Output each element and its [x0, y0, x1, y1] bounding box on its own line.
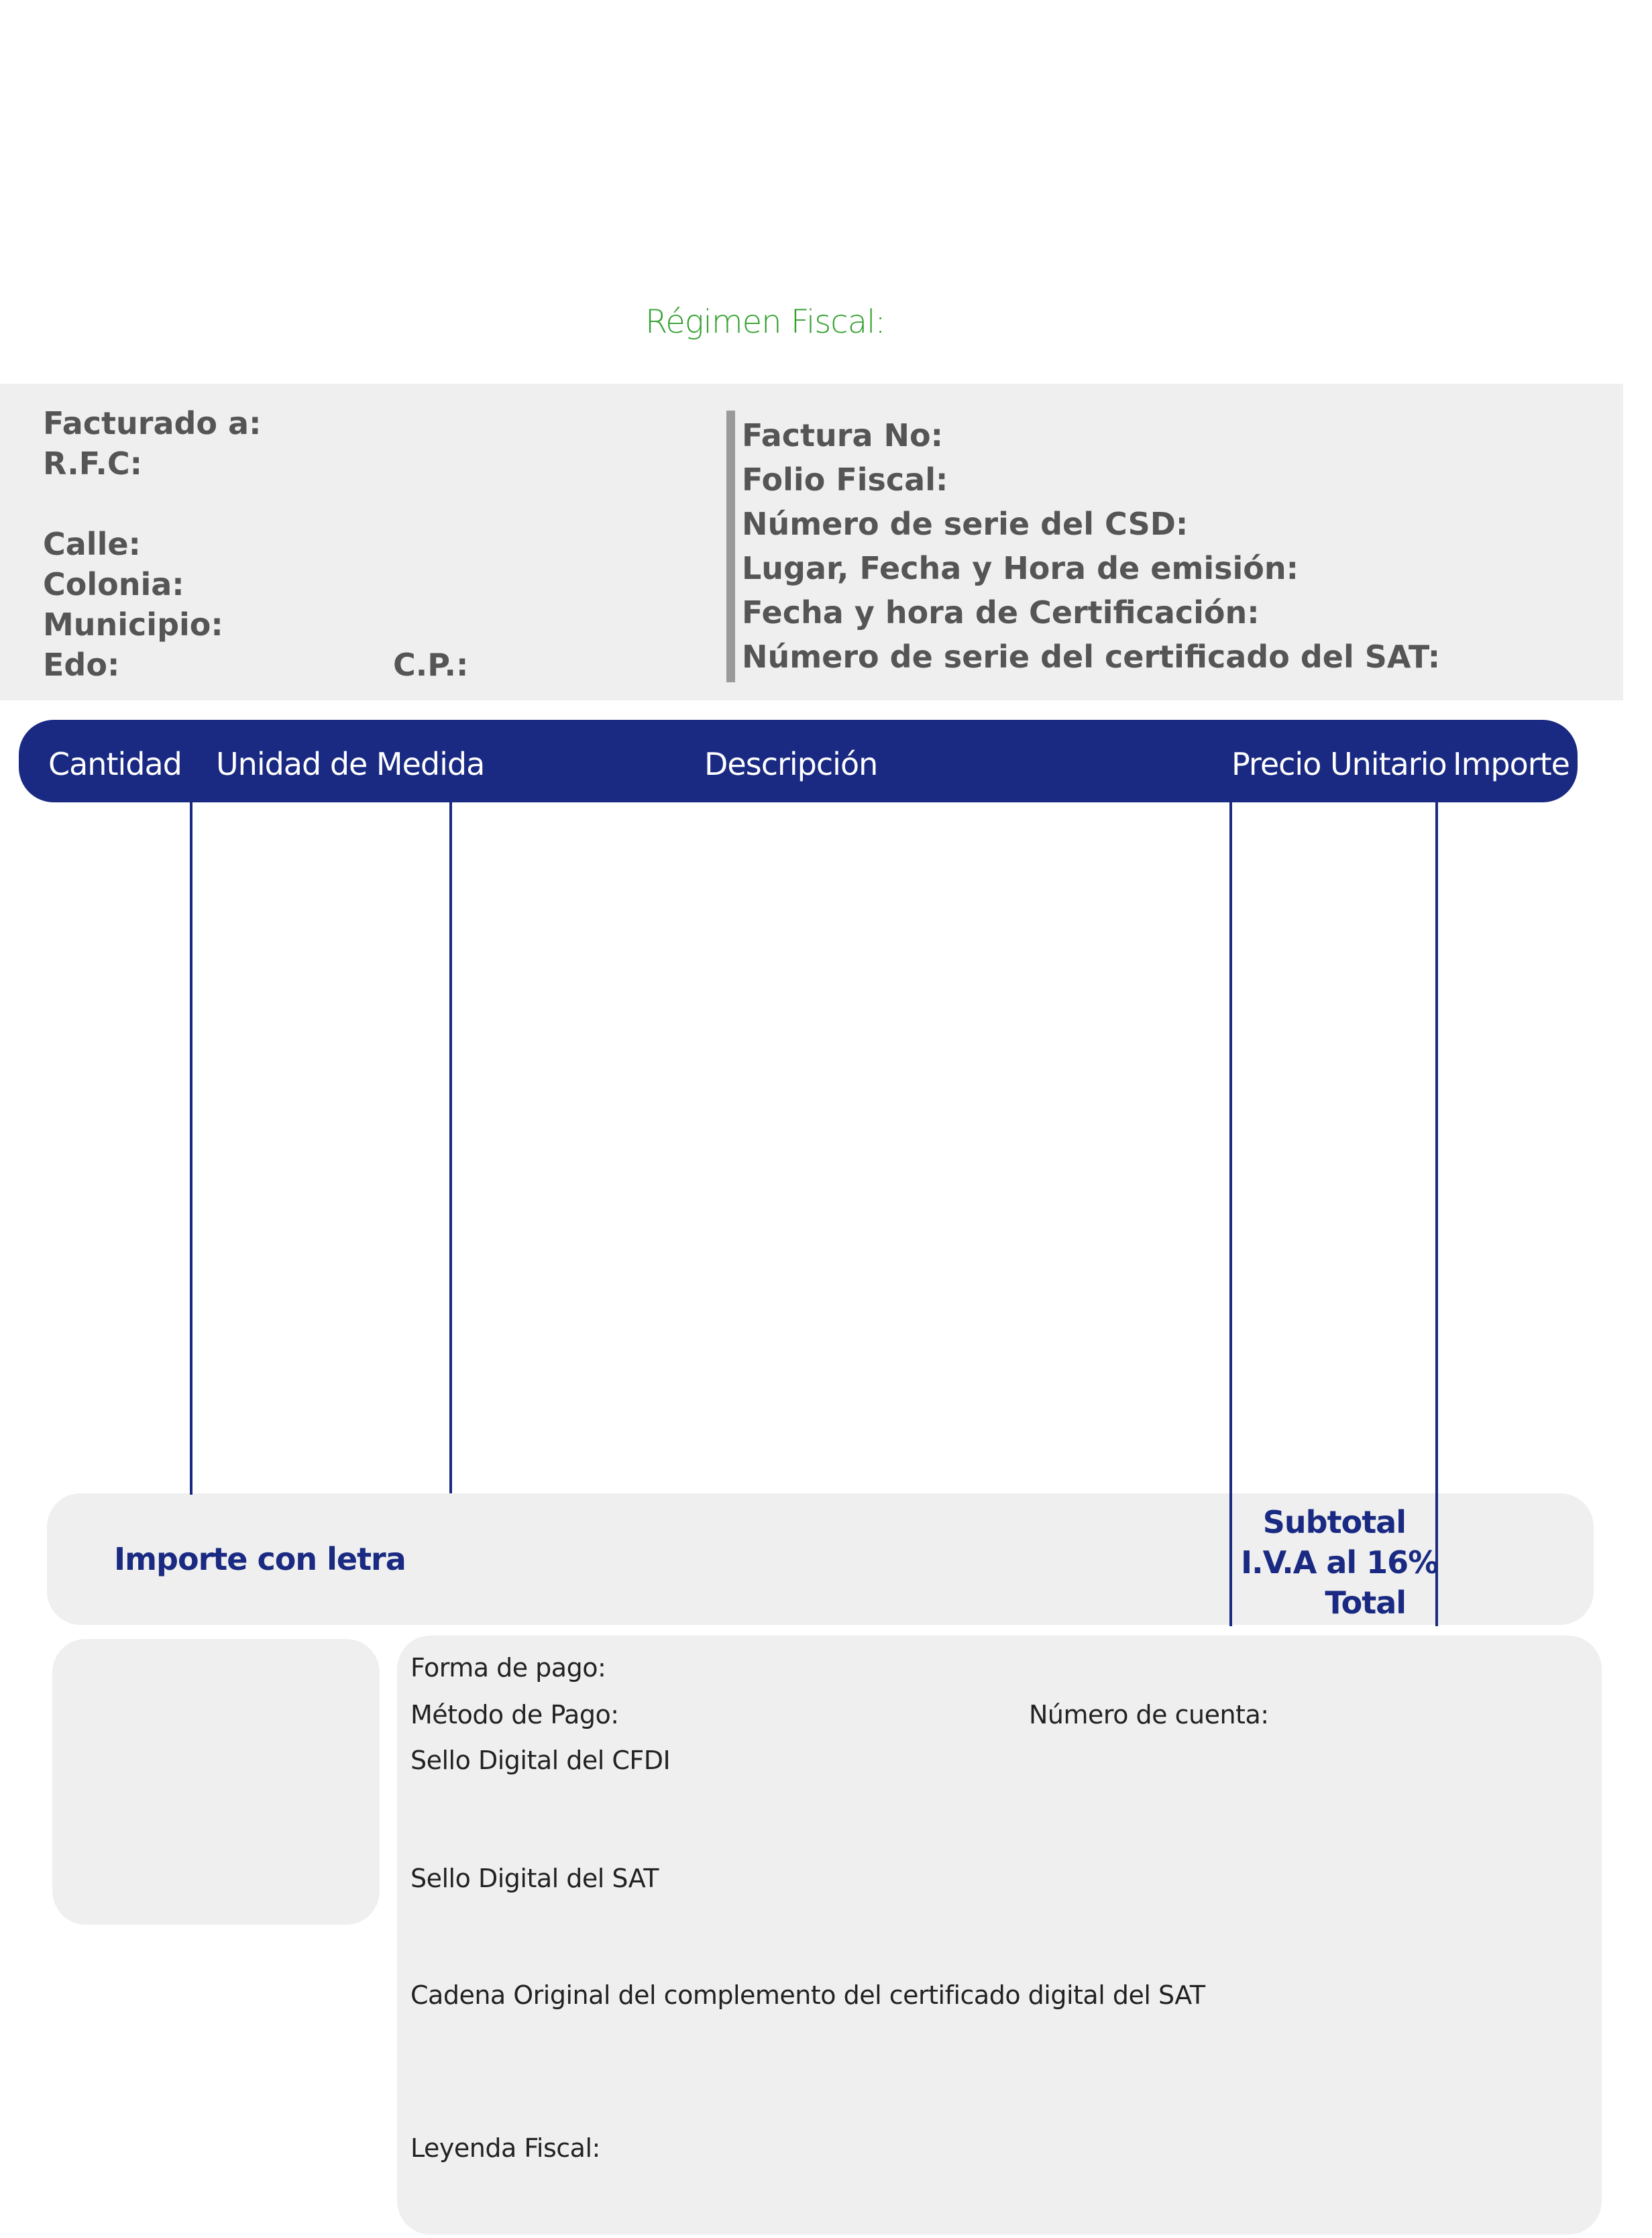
calle-label: Calle:	[43, 526, 141, 562]
column-header-precio: Precio Unitario	[1231, 746, 1447, 782]
column-header-importe: Importe	[1453, 746, 1570, 782]
numero-serie-csd-label: Número de serie del CSD:	[742, 506, 1189, 542]
payment-details-panel	[397, 1636, 1602, 2235]
sello-cfdi-label: Sello Digital del CFDI	[410, 1746, 671, 1775]
regimen-fiscal-label: Régimen Fiscal:	[645, 303, 886, 341]
column-divider-2	[449, 802, 452, 1493]
numero-de-cuenta-label: Número de cuenta:	[1029, 1700, 1269, 1729]
colonia-label: Colonia:	[43, 566, 184, 602]
cp-label: C.P.:	[393, 647, 469, 683]
fecha-hora-cert-label: Fecha y hora de Certificación:	[742, 594, 1260, 631]
billing-info-panel	[0, 384, 1623, 700]
column-divider-3	[1229, 802, 1232, 1626]
column-header-unidad: Unidad de Medida	[216, 746, 485, 782]
municipio-label: Municipio:	[43, 606, 223, 643]
edo-label: Edo:	[43, 647, 120, 683]
forma-de-pago-label: Forma de pago:	[410, 1653, 606, 1683]
rfc-label: R.F.C:	[43, 445, 143, 482]
sello-sat-label: Sello Digital del SAT	[410, 1864, 659, 1893]
iva-label: I.V.A al 16%	[1241, 1544, 1439, 1581]
column-divider-4	[1435, 802, 1438, 1626]
lugar-fecha-hora-label: Lugar, Fecha y Hora de emisión:	[742, 550, 1299, 586]
column-header-cantidad: Cantidad	[48, 746, 182, 782]
qr-code-box	[52, 1639, 380, 1925]
metodo-de-pago-label: Método de Pago:	[410, 1700, 619, 1729]
table-header-bar	[19, 720, 1578, 802]
column-divider-1	[190, 802, 192, 1495]
cadena-original-label: Cadena Original del complemento del cert…	[410, 1980, 1205, 2010]
facturado-a-label: Facturado a:	[43, 405, 262, 441]
importe-con-letra-label: Importe con letra	[114, 1541, 406, 1577]
folio-fiscal-label: Folio Fiscal:	[742, 462, 948, 498]
leyenda-fiscal-label: Leyenda Fiscal:	[410, 2133, 600, 2163]
subtotal-label: Subtotal	[1262, 1504, 1407, 1540]
total-label: Total	[1325, 1585, 1407, 1621]
section-divider	[726, 411, 735, 682]
factura-no-label: Factura No:	[742, 417, 944, 454]
numero-serie-sat-label: Número de serie del certificado del SAT:	[742, 639, 1441, 675]
column-header-descripcion: Descripción	[704, 746, 878, 782]
totals-panel	[47, 1493, 1594, 1625]
